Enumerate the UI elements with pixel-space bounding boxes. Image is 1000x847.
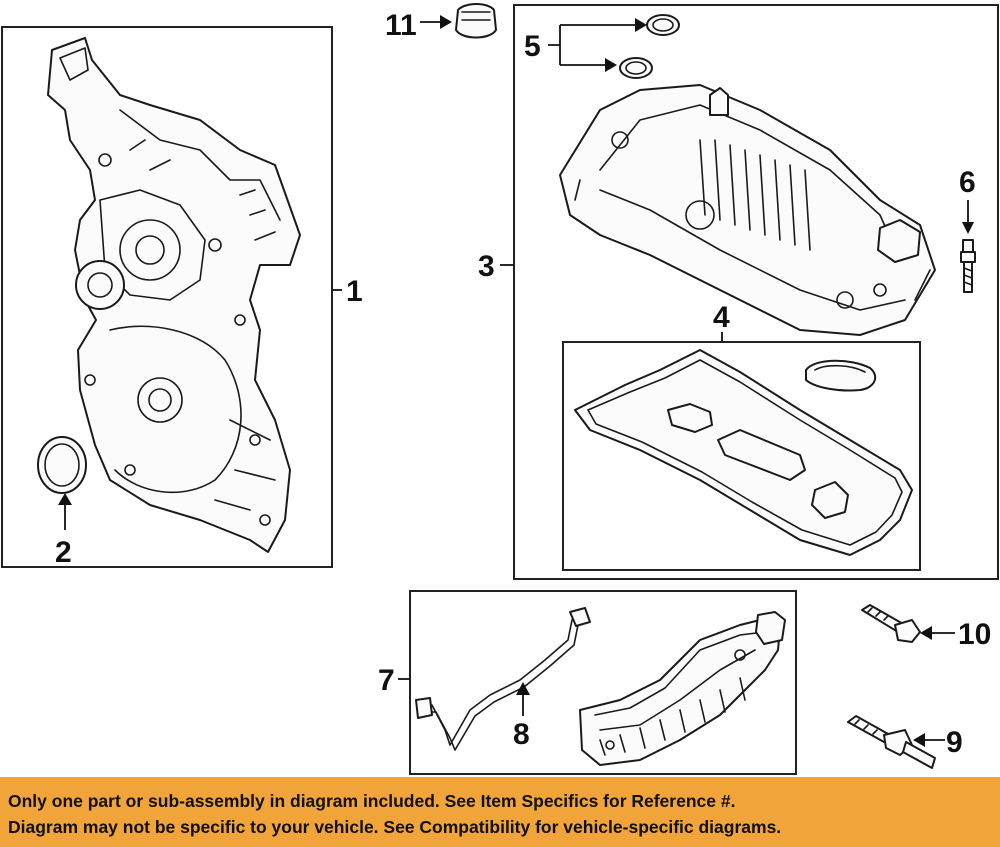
callout-11: 11 [385, 9, 417, 42]
arrow-5a [635, 18, 647, 32]
seal-rings-part [619, 14, 680, 79]
disclaimer-line-1: Only one part or sub-assembly in diagram… [8, 791, 736, 811]
disclaimer-line-2: Diagram may not be specific to your vehi… [8, 817, 782, 837]
bolt-10-part [861, 604, 921, 643]
valve-cover-gasket-part [574, 349, 913, 556]
stud-9-part [847, 715, 936, 769]
arrow-5b [605, 58, 617, 72]
pcv-tube-part [415, 607, 591, 751]
arrow-11 [440, 15, 452, 29]
callout-8: 8 [513, 718, 530, 751]
callout-7: 7 [378, 664, 395, 697]
front-seal-part [37, 436, 87, 494]
callout-3: 3 [478, 250, 495, 283]
callout-2: 2 [55, 536, 72, 569]
arrow-8 [516, 682, 530, 695]
valve-cover-part [559, 84, 936, 336]
valve-cover-box [513, 4, 999, 580]
arrow-2 [58, 493, 72, 505]
callout-9: 9 [946, 726, 963, 759]
valve-cover-bolt-part [960, 239, 976, 293]
arrow-10 [920, 626, 932, 640]
oil-separator-part [579, 611, 786, 766]
oil-separator-box [409, 590, 797, 775]
gasket-box [562, 341, 921, 571]
parts-diagram: 1 2 11 3 5 6 [1, 3, 999, 775]
callout-4: 4 [713, 301, 730, 334]
disclaimer-banner: Only one part or sub-assembly in diagram… [0, 777, 1000, 847]
callout-10: 10 [958, 618, 991, 651]
arrow-9 [913, 733, 925, 747]
timing-cover-box [1, 26, 333, 568]
arrow-6 [962, 222, 974, 234]
oil-filler-cap-part [455, 3, 497, 39]
callout-6: 6 [959, 166, 976, 199]
callout-5: 5 [524, 30, 541, 63]
leader-5 [548, 24, 635, 66]
timing-cover-part [47, 37, 301, 553]
callout-1: 1 [346, 275, 363, 308]
